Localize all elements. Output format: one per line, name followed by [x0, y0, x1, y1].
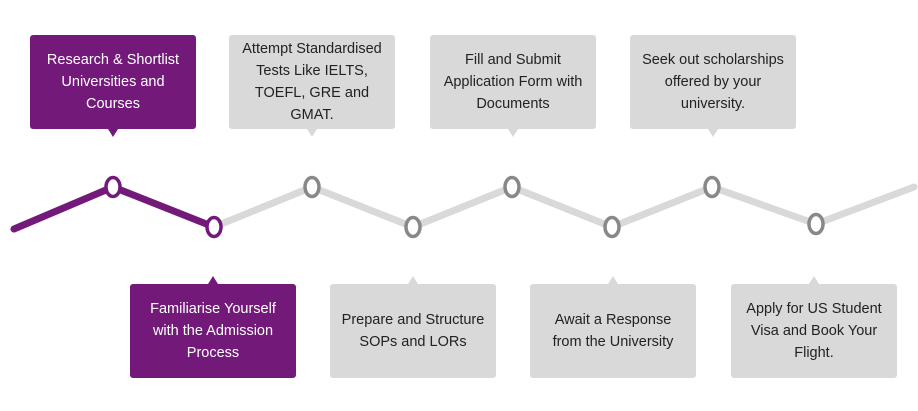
timeline-marker: [404, 215, 422, 239]
step-label: Prepare and Structure SOPs and LORs: [341, 312, 485, 350]
timeline-marker: [503, 175, 521, 199]
step-label: Fill and Submit Application Form with Do…: [443, 52, 583, 112]
step-await-response: Await a Response from the University: [530, 276, 696, 378]
timeline-marker: [104, 175, 122, 199]
step-label: Seek out scholarships offered by your un…: [642, 52, 784, 112]
timeline-marker: [703, 175, 721, 199]
timeline-marker: [603, 215, 621, 239]
step-standardised-tests: Attempt Standardised Tests Like IELTS, T…: [229, 35, 395, 137]
step-label: Familiarise Yourself with the Admission …: [150, 301, 276, 361]
step-application-form: Fill and Submit Application Form with Do…: [430, 35, 596, 137]
timeline-marker: [807, 212, 825, 236]
step-label: Await a Response from the University: [552, 312, 674, 350]
step-scholarships: Seek out scholarships offered by your un…: [630, 35, 796, 137]
step-research-shortlist: Research & Shortlist Universities and Co…: [30, 35, 196, 137]
timeline-line-inactive: [210, 183, 918, 231]
timeline-marker: [205, 215, 223, 239]
step-label: Attempt Standardised Tests Like IELTS, T…: [242, 41, 382, 123]
step-label: Apply for US Student Visa and Book Your …: [746, 301, 882, 361]
step-admission-process: Familiarise Yourself with the Admission …: [130, 276, 296, 378]
step-visa-flight: Apply for US Student Visa and Book Your …: [731, 276, 897, 378]
timeline-marker: [303, 175, 321, 199]
step-sops-lors: Prepare and Structure SOPs and LORs: [330, 276, 496, 378]
step-label: Research & Shortlist Universities and Co…: [46, 52, 180, 112]
